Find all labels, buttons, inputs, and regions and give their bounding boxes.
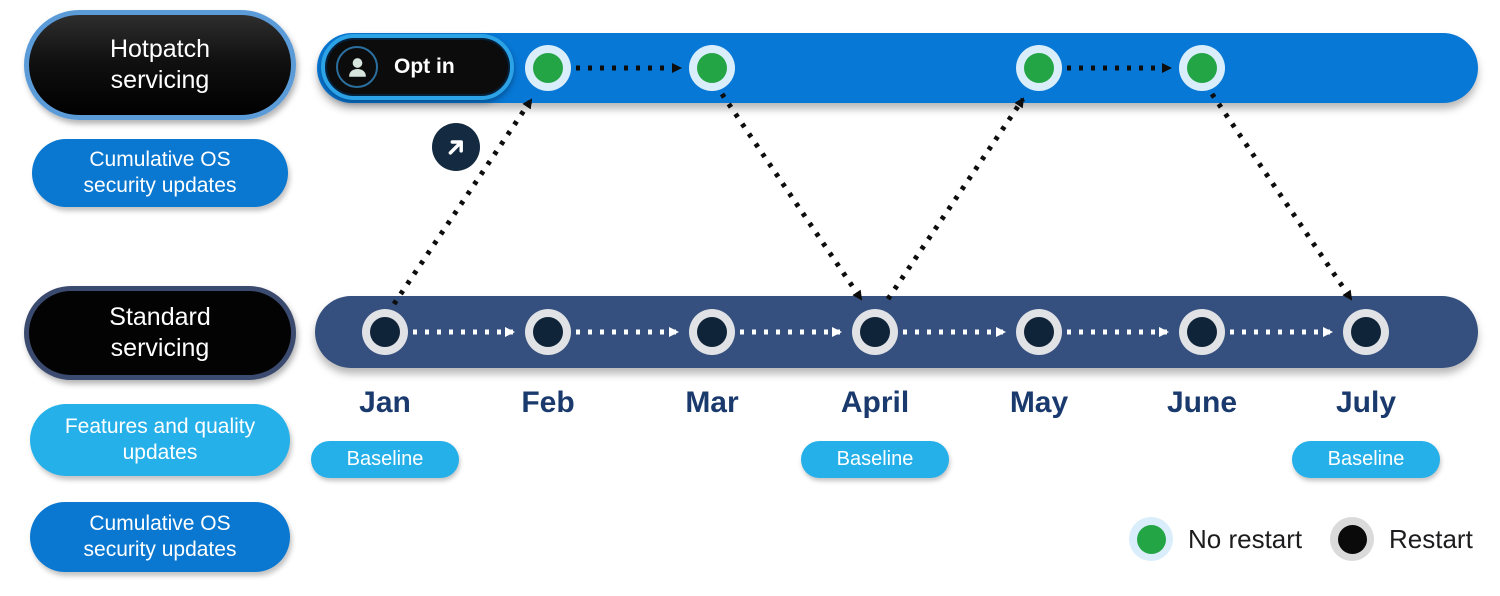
hotpatch-security-updates-label: Cumulative OS security updates bbox=[83, 147, 237, 197]
standard-dot-april bbox=[852, 309, 898, 355]
no-restart-label: No restart bbox=[1188, 523, 1303, 554]
baseline-badge-april: Baseline bbox=[801, 441, 949, 478]
standard-dot-feb bbox=[525, 309, 571, 355]
up-right-arrow-icon bbox=[432, 123, 480, 171]
no-restart-dot-icon bbox=[1129, 517, 1173, 561]
standard-dot-mar bbox=[689, 309, 735, 355]
baseline-label: Baseline bbox=[1327, 448, 1405, 470]
month-label-feb: Feb bbox=[521, 386, 575, 419]
hotpatch-security-updates-pill: Cumulative OS security updates bbox=[32, 139, 288, 207]
baseline-badge-jan: Baseline bbox=[311, 441, 459, 478]
standard-dot-may bbox=[1016, 309, 1062, 355]
opt-in-button[interactable]: Opt in bbox=[321, 34, 514, 100]
baseline-label: Baseline bbox=[346, 448, 424, 470]
baseline-label: Baseline bbox=[836, 448, 914, 470]
standard-servicing-pill: Standard servicing bbox=[24, 286, 296, 380]
standard-dot-july bbox=[1343, 309, 1389, 355]
month-label-may: May bbox=[1009, 386, 1069, 419]
month-label-jan: Jan bbox=[359, 386, 411, 419]
hotpatch-dot-feb bbox=[525, 45, 571, 91]
legend-restart: Restart bbox=[1330, 517, 1473, 561]
restart-label: Restart bbox=[1389, 523, 1473, 554]
features-quality-updates-label: Features and quality updates bbox=[64, 414, 256, 464]
person-icon bbox=[336, 46, 378, 88]
restart-dot-icon bbox=[1330, 517, 1374, 561]
standard-dot-jan bbox=[362, 309, 408, 355]
standard-dot-june bbox=[1179, 309, 1225, 355]
hotpatch-servicing-label: Hotpatch servicing bbox=[109, 34, 211, 94]
standard-security-updates-pill: Cumulative OS security updates bbox=[30, 502, 290, 572]
features-quality-updates-pill: Features and quality updates bbox=[30, 404, 290, 476]
standard-servicing-label: Standard servicing bbox=[109, 302, 211, 362]
legend-no-restart: No restart bbox=[1129, 517, 1302, 561]
opt-in-label: Opt in bbox=[394, 55, 455, 78]
month-label-mar: Mar bbox=[685, 386, 739, 419]
standard-security-updates-label: Cumulative OS security updates bbox=[83, 511, 237, 561]
month-label-july: July bbox=[1335, 386, 1397, 419]
hotpatch-dot-june bbox=[1179, 45, 1225, 91]
hotpatch-servicing-pill: Hotpatch servicing bbox=[24, 10, 296, 120]
hotpatch-dot-may bbox=[1016, 45, 1062, 91]
month-label-june: June bbox=[1166, 386, 1238, 419]
hotpatch-dot-mar bbox=[689, 45, 735, 91]
baseline-badge-july: Baseline bbox=[1292, 441, 1440, 478]
month-label-april: April bbox=[840, 386, 910, 419]
